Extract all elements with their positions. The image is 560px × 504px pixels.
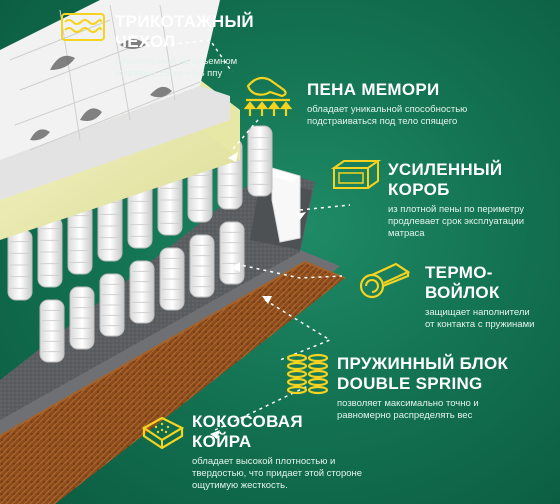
hand-pressure-icon [240,72,296,118]
feature-desc: от контакта с пружинами [425,319,535,330]
feature-spring-block: ПРУЖИННЫЙ БЛОК DOUBLE SPRING позволяет м… [337,354,557,422]
box-frame-icon [330,158,382,194]
feature-desc: подстраиваться под тело спящего [307,116,458,127]
feature-title: КОРОБ [388,180,450,199]
spring-icon [285,352,331,398]
feature-desc: продлевает срок эксплуатации [388,216,525,227]
knit-cover-layer [0,0,230,200]
feature-desc: защищает наполнители [425,307,530,318]
feature-desc: твердостью, что придает этой стороне [192,468,363,479]
feature-coconut-coir-desc: обладает высокой плотностью и твердостью… [192,456,412,492]
foam-box [266,167,301,243]
feature-desc: матраса [388,228,425,239]
spring-block [7,125,273,363]
feature-desc: ощутимую жесткость. [192,480,288,491]
feature-title: КОКОСОВАЯ [192,412,303,431]
quilted-layer-icon [60,10,106,46]
feature-title: ТЕРМО- [425,263,493,282]
feature-desc: обладает уникальной способностью [307,104,468,115]
feature-thermo-felt: ТЕРМО- ВОЙЛОК защищает наполнители от ко… [425,263,557,331]
feature-desc: позволяет максимально точно и [337,398,479,409]
feature-knit-cover: ТРИКОТАЖНЫЙ ЧЕХОЛ простеганный на объемн… [115,12,285,80]
coir-mat-icon [140,414,186,454]
feature-title: DOUBLE SPRING [337,374,483,393]
feature-coconut-coir: КОКОСОВАЯ КОЙРА [192,412,412,452]
feature-title: ЧЕХОЛ [115,32,176,51]
coir-layer [0,250,346,504]
feature-desc: равномерно распределять вес [337,410,473,421]
feature-desc: из плотной пены по периметру [388,204,525,215]
feature-title: КОЙРА [192,432,252,451]
feature-desc: простеганный на объемном [115,56,238,67]
feature-reinforced-box: УСИЛЕННЫЙ КОРОБ из плотной пены по перим… [388,160,558,240]
feature-title: ВОЙЛОК [425,283,500,302]
feature-desc: холлконе 250гр +0,8 ппу [115,68,223,79]
feature-desc: обладает высокой плотностью и [192,456,336,467]
feature-title: ТРИКОТАЖНЫЙ [115,12,254,31]
feature-title: УСИЛЕННЫЙ [388,160,503,179]
felt-roll-icon [358,258,412,304]
pointer-arrows [210,152,306,439]
feature-memory-foam: ПЕНА МЕМОРИ обладает уникальной способно… [307,80,547,128]
feature-title: ПЕНА МЕМОРИ [307,80,440,99]
feature-title: ПРУЖИННЫЙ БЛОК [337,354,509,373]
